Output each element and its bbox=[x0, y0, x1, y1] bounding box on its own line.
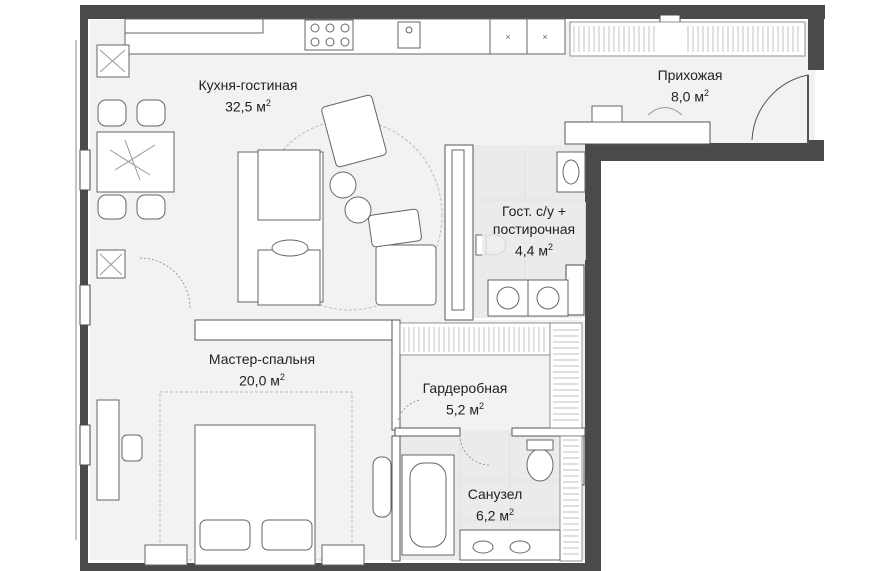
room-area: 5,2 bbox=[446, 401, 466, 418]
area-exp: 2 bbox=[703, 88, 709, 98]
wall-bath-left bbox=[391, 435, 401, 562]
plant-icons bbox=[96, 44, 130, 279]
svg-text:×: × bbox=[542, 32, 547, 42]
area-exp: 2 bbox=[279, 372, 285, 382]
wall-right-upper bbox=[808, 5, 824, 70]
window-left-1 bbox=[79, 149, 91, 191]
room-area: 20,0 bbox=[239, 372, 267, 389]
room-label-wardrobe: Гардеробная 5,2 м2 bbox=[405, 379, 525, 419]
room-label-master: Мастер-спальня 20,0 м2 bbox=[192, 350, 332, 390]
hall-console bbox=[591, 105, 683, 123]
svg-text:×: × bbox=[505, 32, 510, 42]
wall-bath-top-right bbox=[511, 427, 586, 437]
dining-set bbox=[96, 99, 175, 220]
room-name: Мастер-спальня bbox=[208, 351, 316, 367]
toilet bbox=[526, 448, 554, 482]
desk bbox=[96, 399, 120, 501]
ottoman bbox=[368, 208, 422, 248]
coffee-table-2 bbox=[344, 196, 372, 224]
bench bbox=[372, 456, 392, 518]
room-name: Санузел bbox=[467, 486, 523, 502]
window-left-3 bbox=[79, 424, 91, 466]
kitchen-counter: × × bbox=[124, 18, 566, 55]
area-unit: м bbox=[538, 242, 548, 259]
room-name-line1: Гост. с/у + bbox=[501, 203, 567, 219]
room-area: 4,4 bbox=[515, 242, 535, 259]
hatch-lines bbox=[403, 26, 799, 555]
armchair-bottom bbox=[375, 244, 437, 306]
area-exp: 2 bbox=[265, 98, 271, 108]
area-unit: м bbox=[256, 98, 266, 115]
wall-bath-top bbox=[394, 427, 461, 437]
room-label-kitchen: Кухня-гостиная 32,5 м2 bbox=[178, 76, 318, 116]
wall-step-horizontal bbox=[585, 143, 824, 161]
window-right-1 bbox=[565, 264, 585, 316]
wall-top bbox=[80, 5, 825, 19]
rug bbox=[257, 119, 443, 311]
wall-hall-lower bbox=[564, 121, 711, 145]
window-left-2 bbox=[79, 284, 91, 326]
room-name: Кухня-гостиная bbox=[198, 77, 298, 93]
bath-fixtures bbox=[401, 439, 561, 561]
area-exp: 2 bbox=[547, 242, 553, 252]
area-unit: м bbox=[469, 401, 479, 418]
room-name-line2: постирочная bbox=[492, 221, 576, 237]
bedroom-set bbox=[96, 391, 392, 566]
room-area: 32,5 bbox=[225, 98, 253, 115]
coffee-table-1 bbox=[329, 171, 357, 199]
wall-bottom bbox=[80, 563, 601, 571]
area-unit: м bbox=[270, 372, 280, 389]
cooktop-icon bbox=[304, 19, 354, 51]
area-unit: м bbox=[694, 88, 704, 105]
armchair-top bbox=[321, 94, 387, 168]
door-arcs bbox=[139, 257, 491, 466]
upper-cabinet bbox=[124, 18, 264, 34]
area-exp: 2 bbox=[478, 401, 484, 411]
room-label-guest-wc: Гост. с/у + постирочная 4,4 м2 bbox=[482, 202, 586, 260]
room-name: Гардеробная bbox=[422, 380, 508, 396]
area-unit: м bbox=[499, 507, 509, 524]
area-exp: 2 bbox=[508, 507, 514, 517]
wall-wardrobe-left bbox=[391, 319, 401, 431]
room-area: 6,2 bbox=[476, 507, 496, 524]
entrance-door bbox=[751, 74, 809, 145]
room-label-bathroom: Санузел 6,2 м2 bbox=[450, 485, 540, 525]
room-label-hall: Прихожая 8,0 м2 bbox=[635, 66, 745, 106]
wall-bedroom-top bbox=[194, 319, 396, 341]
room-name: Прихожая bbox=[657, 67, 723, 83]
living-set bbox=[237, 94, 465, 311]
room-area: 8,0 bbox=[671, 88, 691, 105]
sink-icon bbox=[397, 21, 421, 49]
dining-table bbox=[96, 131, 175, 193]
wall-right-main bbox=[585, 143, 601, 570]
